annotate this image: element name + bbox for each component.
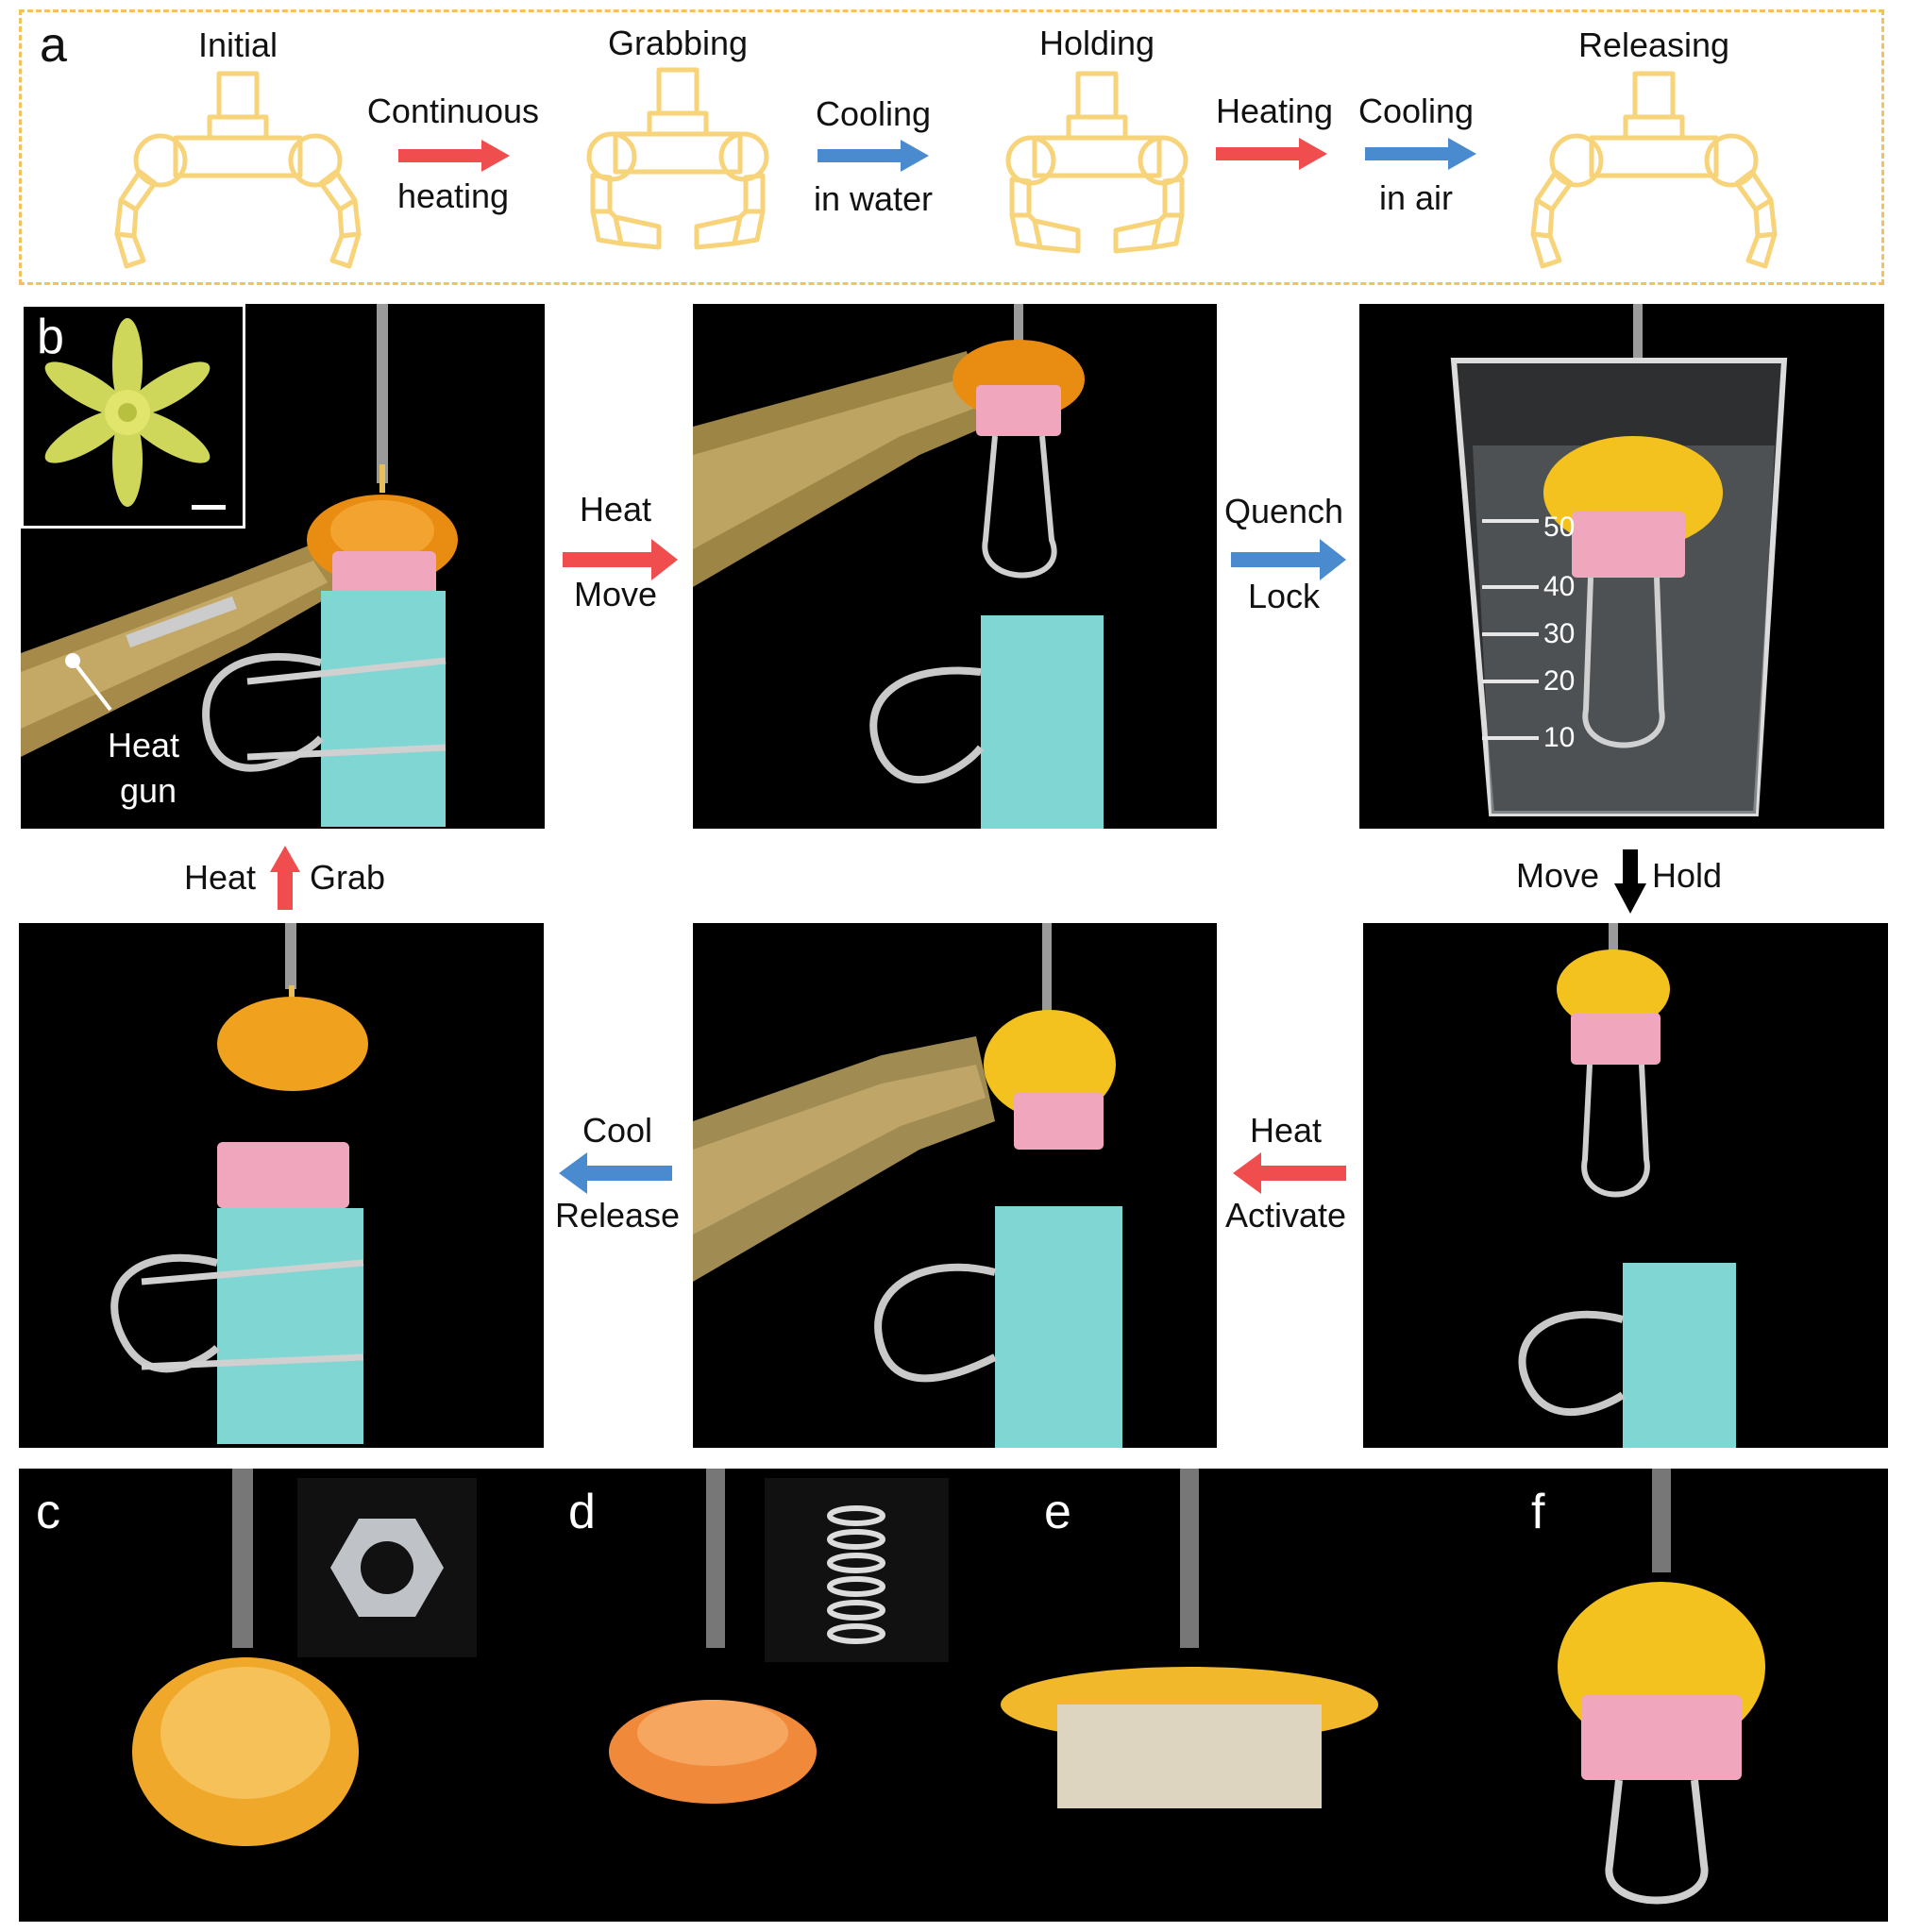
panel-a-drawings <box>0 0 1905 293</box>
inset-star-gripper: b <box>21 304 245 529</box>
arrow-move-hold <box>1614 849 1646 914</box>
block-icon <box>1057 1705 1322 1808</box>
arrow-quench-lock <box>1231 539 1346 580</box>
beaker-mark-10: 10 <box>1543 722 1576 753</box>
photo-b-cool-release <box>19 923 544 1448</box>
panel-a <box>19 9 1884 285</box>
panel-f-binder-clip: f <box>1425 1469 1888 1922</box>
photo-b-quench-lock: 50 40 30 20 10 <box>1359 304 1884 829</box>
heat-gun-label-1: Heat <box>107 726 180 764</box>
arrow1-top: Continuous <box>366 92 540 130</box>
step-quench-top: Quench <box>1223 492 1344 530</box>
arrow-heat-grab <box>270 846 300 910</box>
scale-bar <box>192 505 226 510</box>
arrow4-top: Cooling <box>1357 92 1475 130</box>
beaker-mark-20: 20 <box>1543 665 1576 697</box>
panel-a-letter: a <box>40 18 67 73</box>
heat-gun-label-2: gun <box>119 771 177 810</box>
stage-grabbing: Grabbing <box>607 24 749 62</box>
panel-c-hex-nut: c <box>19 1469 481 1922</box>
beaker-mark-30: 30 <box>1543 618 1576 649</box>
stage-releasing: Releasing <box>1577 25 1730 64</box>
photo-b-heat-activate <box>693 923 1217 1448</box>
hex-nut-icon <box>330 1519 444 1617</box>
stage-initial: Initial <box>197 25 278 64</box>
step-heat-move-bottom: Move <box>573 575 658 613</box>
panel-d-spring: d <box>481 1469 953 1922</box>
binder-clip-icon <box>1581 1695 1742 1905</box>
step-heat-grab-left: Heat <box>184 858 257 897</box>
arrow4-bottom: in air <box>1378 178 1454 217</box>
step-heat-activate-bottom: Activate <box>1224 1196 1347 1235</box>
arrow-cool-release <box>559 1152 672 1194</box>
step-hold-right: Hold <box>1652 856 1723 895</box>
step-release-bottom: Release <box>554 1196 681 1235</box>
step-heat-activate-top: Heat <box>1249 1111 1323 1150</box>
arrow-heating <box>1216 138 1327 170</box>
stage-holding: Holding <box>1038 24 1155 62</box>
photo-b-heat-move <box>693 304 1217 829</box>
step-lock-bottom: Lock <box>1247 577 1321 615</box>
panel-c-letter: c <box>36 1485 60 1539</box>
arrow3-top: Heating <box>1215 92 1334 130</box>
step-heat-move-top: Heat <box>579 490 652 529</box>
arrow-cooling-water <box>818 140 929 172</box>
spring-icon <box>827 1505 885 1644</box>
beaker-mark-50: 50 <box>1543 512 1576 543</box>
arrow-heat-activate <box>1233 1152 1346 1194</box>
arrow1-bottom: heating <box>396 176 510 215</box>
panel-f-letter: f <box>1531 1485 1545 1539</box>
arrow-cooling-air <box>1365 138 1476 170</box>
panel-e-letter: e <box>1044 1485 1071 1539</box>
beaker-mark-40: 40 <box>1543 571 1576 602</box>
arrow-heat-move <box>563 539 678 580</box>
panel-b-letter: b <box>37 310 64 364</box>
panel-e-block: e <box>953 1469 1425 1922</box>
step-heat-grab-right: Grab <box>310 858 386 897</box>
panel-d-letter: d <box>568 1485 596 1539</box>
arrow2-top: Cooling <box>815 94 932 133</box>
step-move-left: Move <box>1516 856 1600 895</box>
arrow-continuous-heating <box>398 140 510 172</box>
photo-b-move-hold <box>1363 923 1888 1448</box>
star-gripper-icon <box>44 318 226 510</box>
step-cool-top: Cool <box>582 1111 653 1150</box>
arrow2-bottom: in water <box>813 179 934 218</box>
